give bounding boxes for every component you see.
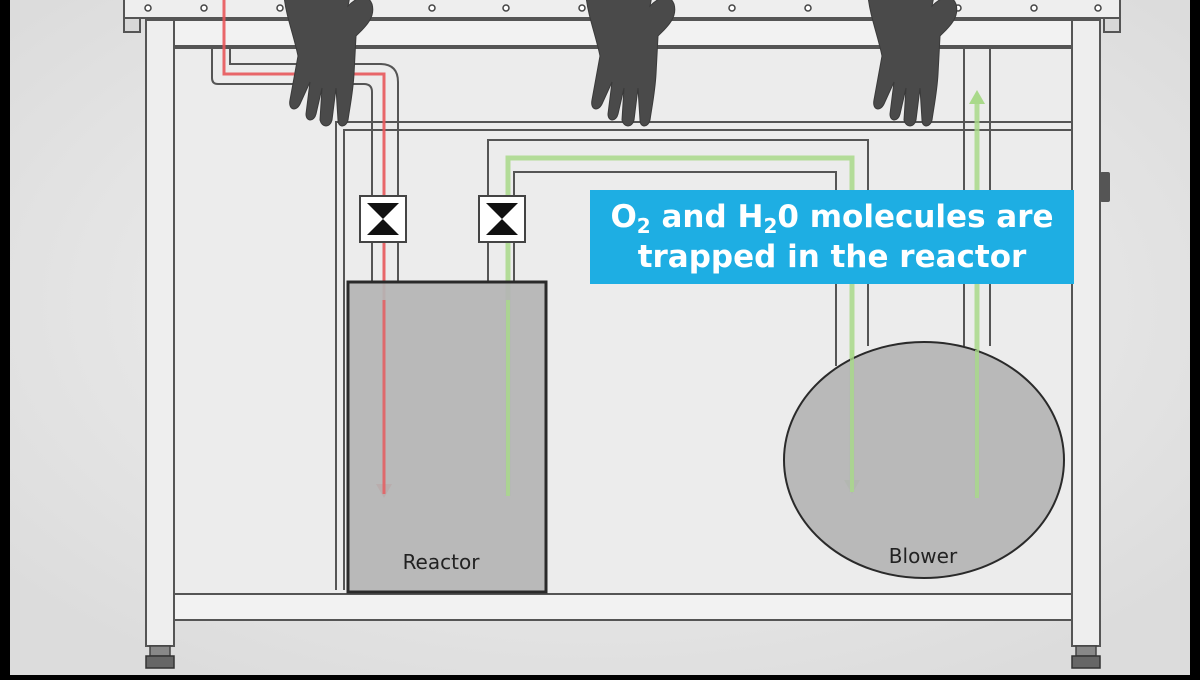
valve-icon: [478, 195, 526, 243]
valve-icon: [359, 195, 407, 243]
callout-line-1: O2 and H20 molecules are: [610, 199, 1054, 238]
reactor-label: Reactor: [403, 550, 481, 574]
blower-label: Blower: [889, 544, 958, 568]
left-leg: [145, 19, 175, 669]
reactor: Reactor: [346, 280, 548, 594]
bottom-shelf: [173, 593, 1073, 621]
inner-frame: [335, 121, 1072, 590]
callout-line-2: trapped in the reactor: [637, 239, 1027, 275]
right-leg: [1071, 19, 1101, 669]
side-handle: [1100, 172, 1110, 202]
info-callout: O2 and H20 molecules are trapped in the …: [590, 190, 1074, 284]
blower: Blower: [783, 341, 1065, 579]
arrow-up-icon: [969, 90, 985, 104]
